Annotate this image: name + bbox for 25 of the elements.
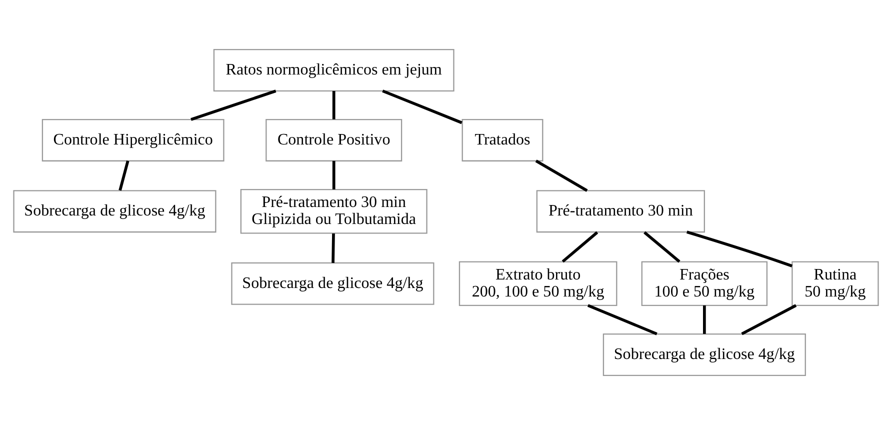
connector [332, 160, 336, 190]
connector [562, 231, 598, 263]
node-box: Pré-tratamento 30 min [536, 190, 705, 233]
node-box: Rutina 50 mg/kg [792, 261, 879, 306]
connector [382, 90, 462, 124]
node-box: Pré-tratamento 30 min Glipizida ou Tolbutamida [240, 188, 428, 234]
connector [587, 304, 658, 336]
node-box: Controle Positivo [266, 119, 402, 162]
node-box: Tratados [462, 119, 544, 162]
connector [190, 90, 276, 121]
connector [644, 231, 680, 263]
connector [686, 230, 792, 268]
connector [332, 233, 335, 263]
node-box: Sobrecarga de glicose 4g/kg [602, 334, 806, 376]
node-box: Ratos normoglicêmicos em jejum [213, 49, 454, 92]
connector [535, 160, 588, 192]
node-box: Frações 100 e 50 mg/kg [641, 261, 768, 306]
connector [741, 304, 797, 336]
node-box: Controle Hiperglicêmico [42, 119, 224, 162]
node-box: Sobrecarga de glicose 4g/kg [13, 190, 216, 233]
node-box: Extrato bruto 200, 100 e 50 mg/kg [458, 261, 618, 306]
node-box: Sobrecarga de glicose 4g/kg [231, 262, 434, 305]
connector [118, 160, 130, 191]
connector [702, 305, 706, 334]
connector [332, 90, 336, 120]
